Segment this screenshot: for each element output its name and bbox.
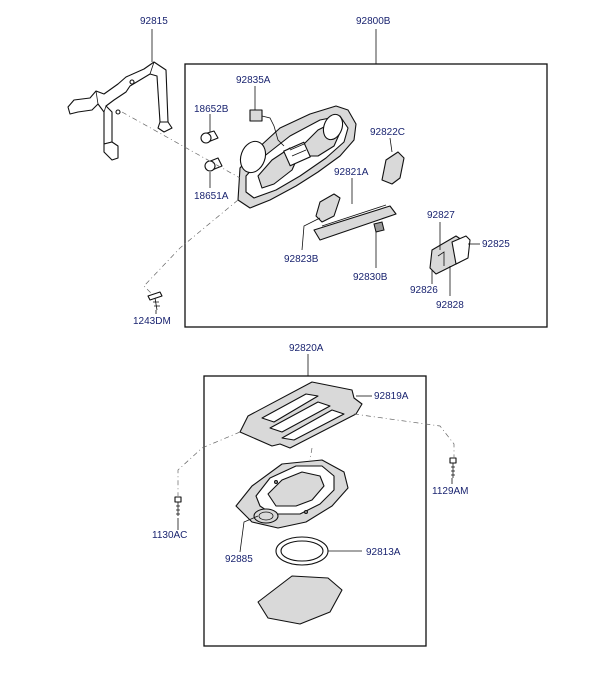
label-92830b: 92830B [353,272,388,283]
label-92813a: 92813A [366,547,401,558]
bulb-18651a [204,157,223,172]
gasket-92813a-inner [280,540,324,562]
screw-1130ac [174,496,182,516]
leader-92822c [389,137,393,153]
bulb-18652b [200,130,219,144]
label-18651a: 18651A [194,191,229,202]
lens-92885 [253,508,279,524]
lens-strip-92821a [313,205,397,241]
label-1129am: 1129AM [432,486,469,497]
guide-line [353,413,455,458]
label-92827: 92827 [427,210,455,221]
label-92828: 92828 [436,300,464,311]
label-1130ac: 1130AC [152,530,187,541]
label-92825: 92825 [482,239,510,250]
connector-92835a [249,109,285,147]
label-1243dm: 1243DM [133,316,171,327]
guide-line [309,447,313,461]
label-18652b: 18652B [194,104,229,115]
bezel-plate-92819a [239,381,363,449]
bracket-92815 [67,61,173,161]
label-92800b: 92800B [356,16,391,27]
lens-92823b [315,193,341,223]
label-92815: 92815 [140,16,168,27]
guide-line [121,111,241,179]
lens-strip-inner-line [321,204,387,227]
assembly-box-92800b [184,63,548,328]
cover-lens [257,575,343,625]
switch-assembly [429,235,471,275]
label-92821a: 92821A [334,167,369,178]
label-92820a: 92820A [289,343,324,354]
assembly-box-92820a [203,375,427,647]
lamp-housing [237,105,357,209]
leader-92885 [239,515,259,553]
screw-1243dm [147,291,163,311]
leader-92823b [301,217,321,251]
label-92823b: 92823B [284,254,319,265]
clip-92830b [373,221,385,233]
label-92819a: 92819A [374,391,409,402]
guide-line [177,431,241,496]
label-92885: 92885 [225,554,253,565]
guide-line [143,199,239,295]
lens-92885-inner [258,511,274,521]
lens-92822c [381,151,405,185]
label-92826: 92826 [410,285,438,296]
label-92822c: 92822C [370,127,405,138]
label-92835a: 92835A [236,75,271,86]
screw-1129am [449,457,457,478]
